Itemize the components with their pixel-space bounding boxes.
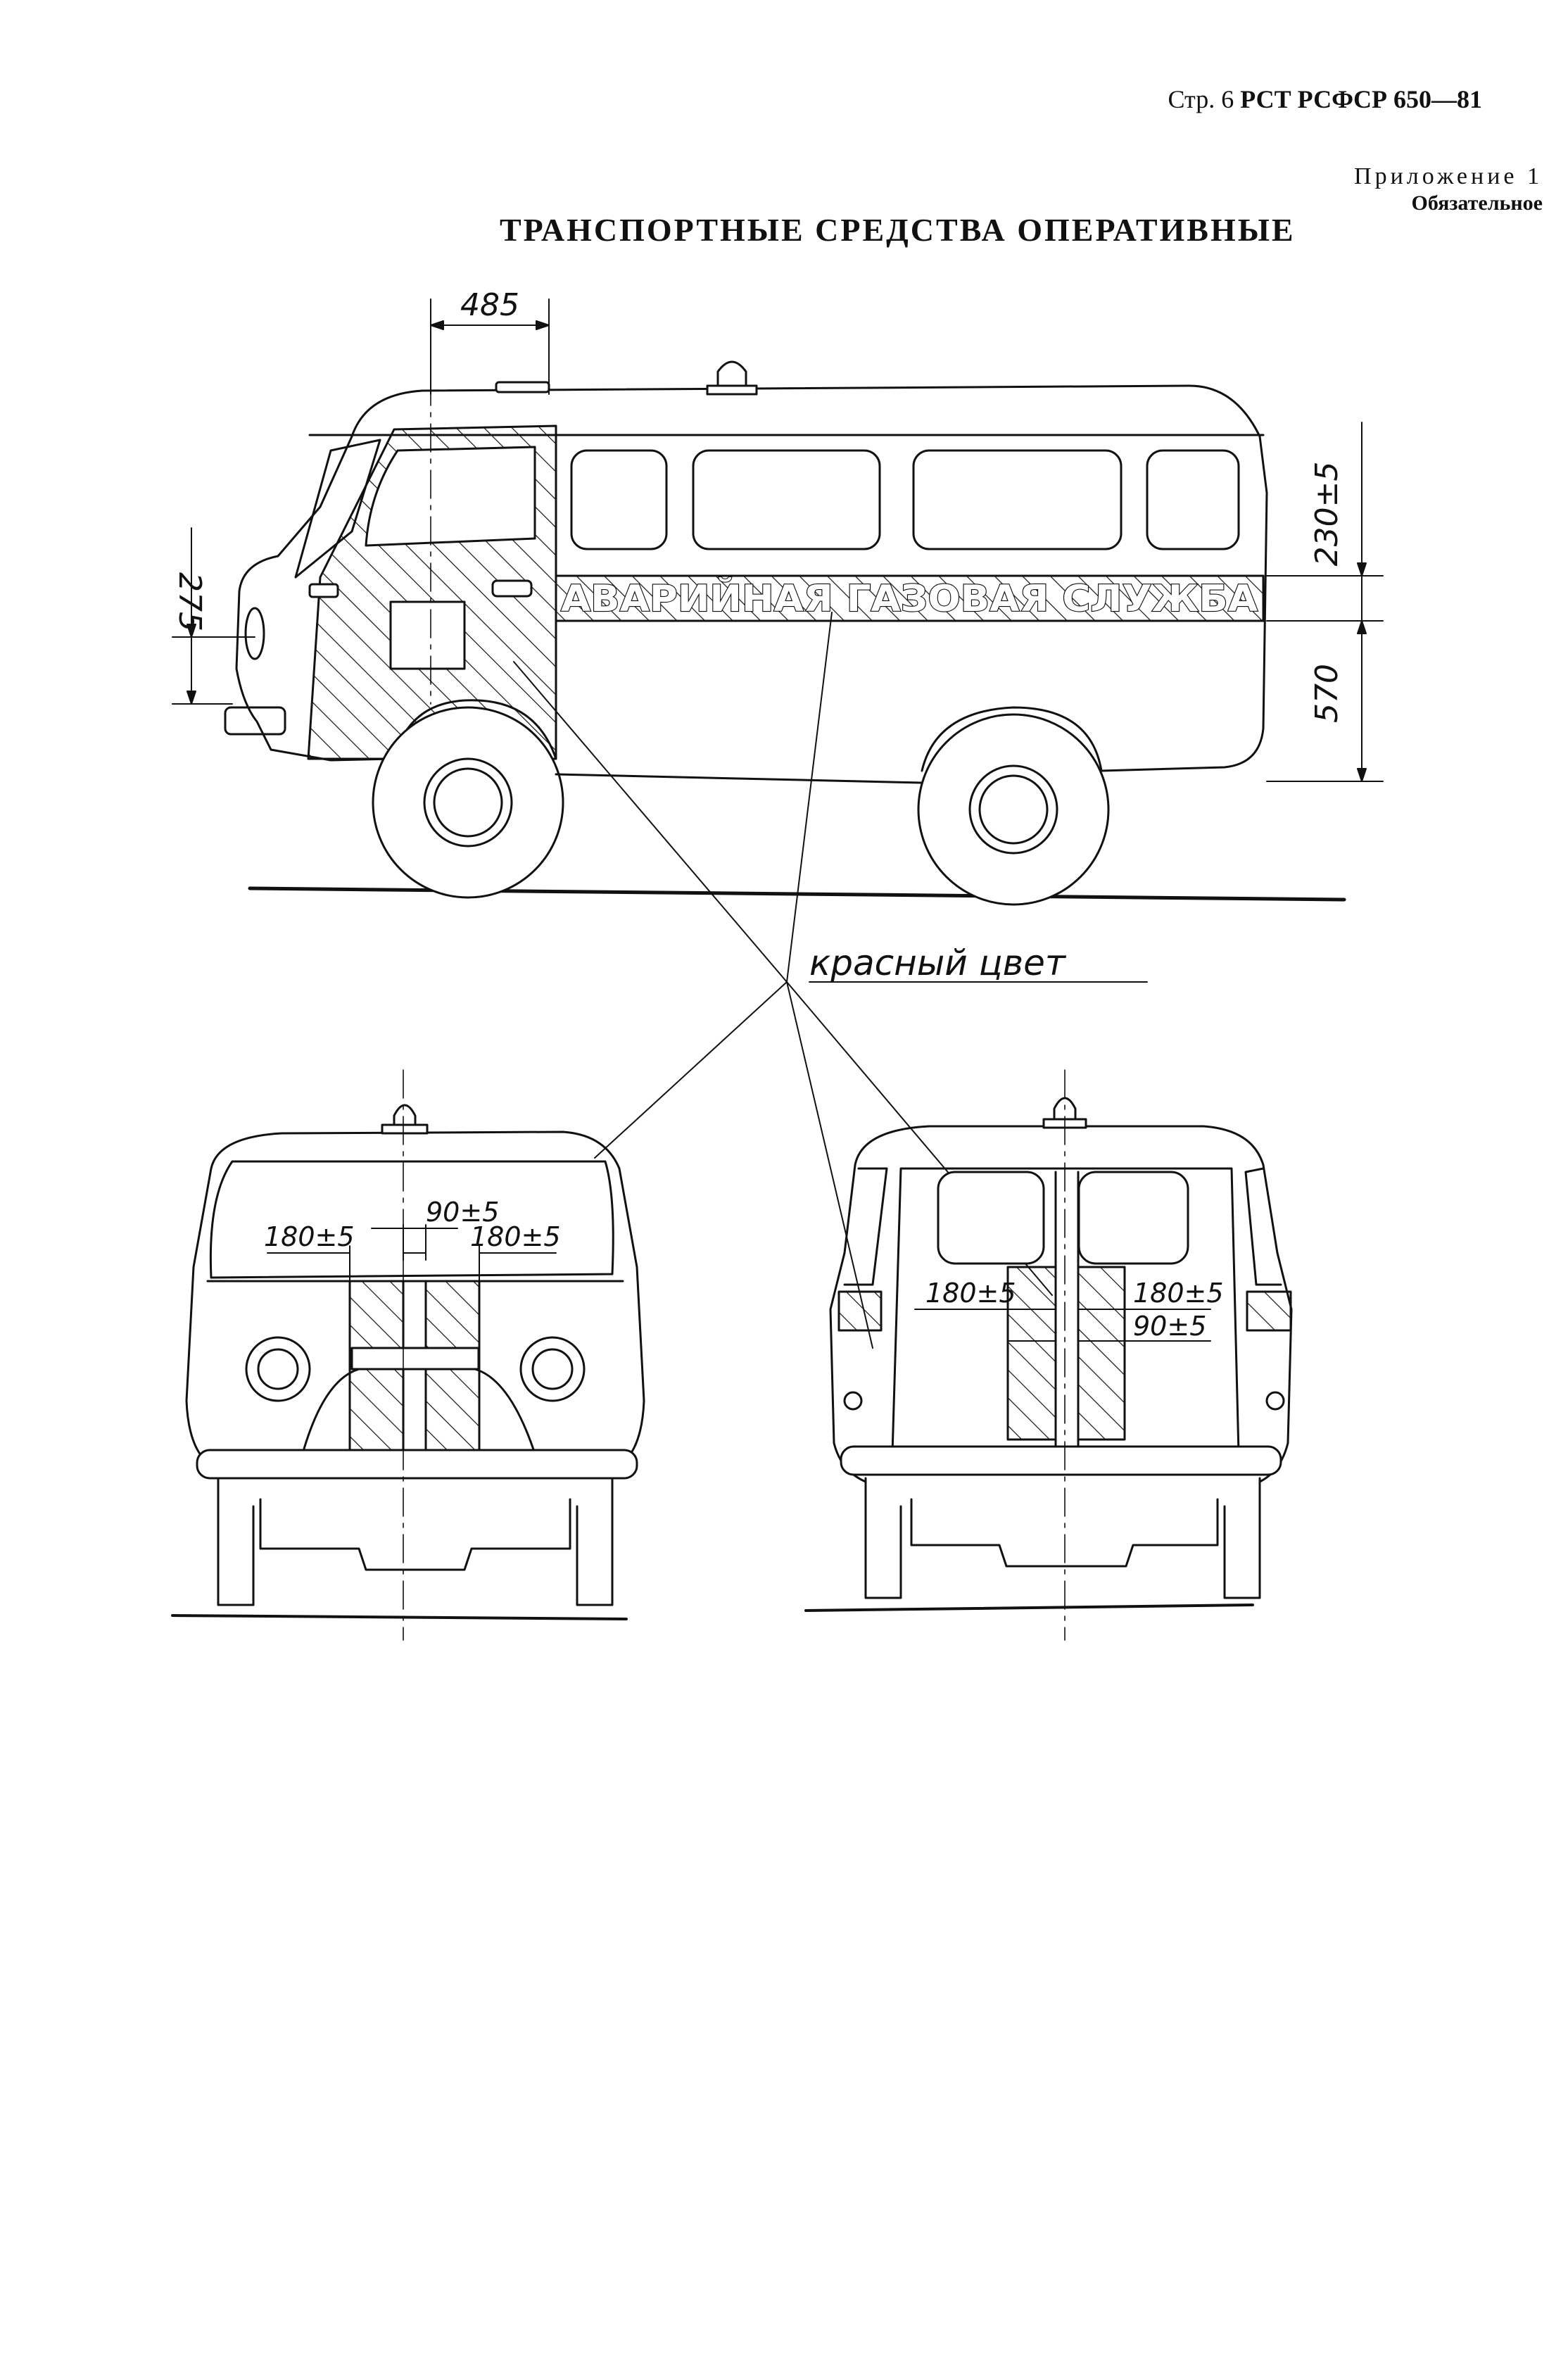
front-view-dimensions — [267, 1224, 557, 1289]
dim-570-label: 570 — [1309, 664, 1345, 723]
appendix-note: Обязательное — [1411, 191, 1543, 215]
callout-leader-lines — [513, 612, 1148, 1349]
front-dim-left-label: 180±5 — [264, 1221, 355, 1252]
rear-dim-left-label: 180±5 — [925, 1278, 1016, 1309]
side-view-dimensions — [172, 298, 1384, 782]
front-dim-center-label: 90±5 — [426, 1197, 499, 1228]
rear-dim-right-label: 180±5 — [1133, 1278, 1224, 1309]
front-dim-right-label: 180±5 — [470, 1221, 561, 1252]
dim-275-label: 275 — [172, 572, 208, 631]
page-number: Стр. 6 — [1168, 85, 1234, 113]
rear-view-dimensions — [914, 1309, 1211, 1342]
appendix-label: Приложение 1 — [1354, 163, 1543, 189]
document-title: ТРАНСПОРТНЫЕ СРЕДСТВА ОПЕРАТИВНЫЕ — [500, 212, 1296, 248]
front-view-vehicle — [171, 1069, 645, 1641]
dim-485-label: 485 — [460, 287, 519, 323]
dim-230-label: 230±5 — [1309, 462, 1345, 567]
side-view-vehicle — [224, 330, 1346, 906]
rear-view-vehicle — [804, 1069, 1293, 1641]
page-reference: Стр. 6 РСТ РСФСР 650—81 — [1168, 84, 1483, 114]
standard-code: РСТ РСФСР 650—81 — [1240, 85, 1482, 113]
rear-dim-center-label: 90±5 — [1133, 1311, 1206, 1342]
side-band-lettering: АВАРИЙНАЯ ГАЗОВАЯ СЛУЖБА — [561, 577, 1258, 620]
callout-red-color-label: красный цвет — [809, 943, 1067, 983]
